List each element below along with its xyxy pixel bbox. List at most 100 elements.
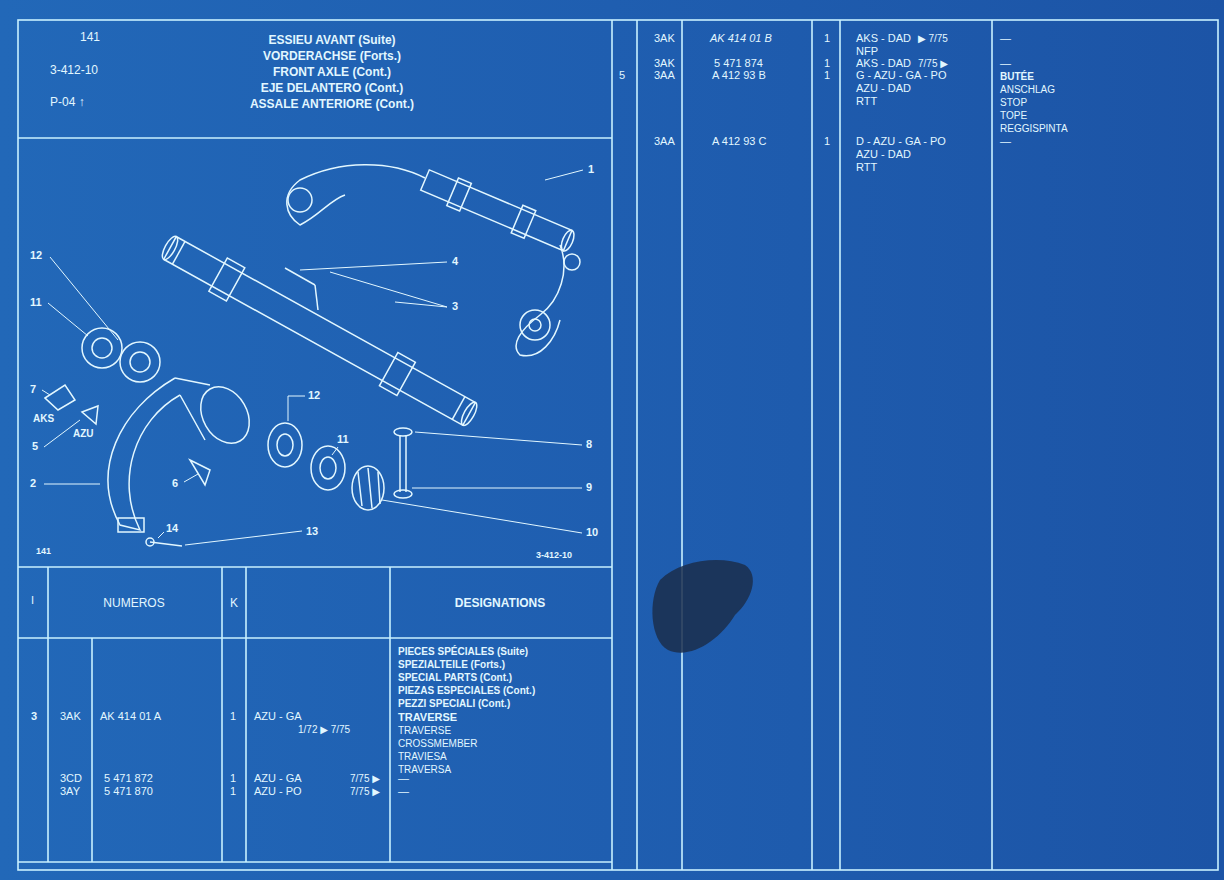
catalog-label: 141 — [36, 547, 51, 557]
axle-assembly — [419, 166, 578, 256]
catalog-label: 13 — [306, 525, 318, 537]
roller-cage — [358, 468, 380, 508]
catalog-label: 1 — [230, 785, 236, 797]
leader-line — [412, 488, 582, 489]
catalog-label: PEZZI SPECIALI (Cont.) — [398, 698, 510, 709]
catalog-label: AKS - DAD — [856, 57, 911, 69]
catalog-label: AZU - PO — [254, 785, 302, 797]
stain — [652, 560, 752, 653]
catalog-label: — — [1000, 135, 1011, 147]
catalog-label: 14 — [166, 522, 178, 534]
catalog-label: 1 — [230, 772, 236, 784]
catalog-label: 3 — [31, 710, 37, 722]
bearing — [277, 434, 293, 456]
catalog-label: 11 — [337, 433, 349, 445]
leader-line — [158, 532, 164, 538]
leader-line — [545, 170, 583, 180]
catalog-label: REGGISPINTA — [1000, 123, 1068, 134]
catalog-label: P-04 ↑ — [50, 96, 85, 109]
hub — [520, 310, 550, 340]
leader-line — [44, 484, 100, 485]
leader-line — [42, 390, 50, 395]
column-line — [389, 567, 391, 862]
axle-illustration — [45, 165, 580, 546]
catalog-label: 2 — [30, 477, 36, 489]
catalog-label: 141 — [80, 31, 100, 44]
catalog-label: RTT — [856, 161, 877, 173]
catalog-label: TRAVERSE — [398, 725, 451, 736]
leader-line — [330, 272, 447, 307]
leader-line — [395, 302, 447, 307]
bearing — [320, 457, 336, 479]
catalog-label: 12 — [30, 249, 42, 261]
catalog-label: 3AK — [60, 710, 81, 722]
column-line — [636, 20, 638, 870]
bearing — [311, 446, 345, 490]
catalog-label: 1 — [588, 163, 594, 175]
row-line — [18, 566, 612, 568]
catalog-label: 1 — [824, 135, 830, 147]
column-line — [611, 20, 613, 870]
crossmember — [108, 378, 180, 530]
catalog-label: 1 — [230, 710, 236, 722]
catalog-label: I — [31, 594, 34, 606]
stop-block — [190, 460, 210, 485]
catalog-label: TOPE — [1000, 110, 1027, 121]
catalog-label: DESIGNATIONS — [455, 597, 545, 610]
catalog-label: 8 — [586, 438, 592, 450]
column-line — [91, 638, 93, 862]
pin — [399, 435, 401, 492]
catalog-label: 9 — [586, 481, 592, 493]
catalog-label: CROSSMEMBER — [398, 738, 477, 749]
bearing — [82, 328, 122, 368]
leader-line — [415, 432, 582, 445]
pin — [394, 428, 412, 436]
catalog-label: AK 414 01 B — [710, 32, 772, 44]
crossmember-end — [118, 518, 144, 532]
row-line — [18, 137, 612, 139]
leader-line — [48, 303, 88, 336]
catalog-label: NFP — [856, 45, 878, 57]
catalog-label: 4 — [452, 255, 458, 267]
catalog-label: AZU - DAD — [856, 82, 911, 94]
arm — [516, 245, 564, 356]
catalog-label: AZU — [73, 428, 94, 439]
catalog-label: 5 — [32, 440, 38, 452]
catalog-label: VORDERACHSE (Forts.) — [263, 50, 401, 63]
column-line — [47, 567, 49, 862]
catalog-label: 1/72 ▶ 7/75 — [298, 724, 350, 735]
catalog-label: EJE DELANTERO (Cont.) — [261, 82, 404, 95]
catalog-label: TRAVERSE — [398, 711, 457, 723]
bolt — [285, 268, 315, 285]
stop-aks — [45, 385, 75, 410]
catalog-label: 5 471 872 — [104, 772, 153, 784]
column-line — [991, 20, 993, 870]
catalog-label: 1 — [824, 32, 830, 44]
catalog-label: 1 — [824, 57, 830, 69]
hub — [529, 319, 541, 331]
column-line — [839, 20, 841, 870]
catalog-label: AK 414 01 A — [100, 710, 161, 722]
catalog-label: — — [398, 785, 409, 797]
catalog-label: 7/75 ▶ — [918, 58, 948, 69]
catalog-label: ▶ 7/75 — [918, 33, 948, 44]
bolt — [150, 542, 182, 546]
catalog-label: TRAVIESA — [398, 751, 447, 762]
hub — [564, 254, 580, 270]
crossmember — [175, 378, 210, 440]
catalog-label: NUMEROS — [103, 597, 164, 610]
catalog-label: 3 — [452, 300, 458, 312]
catalog-label: ANSCHLAG — [1000, 84, 1055, 95]
catalog-label: 3AA — [654, 69, 675, 81]
row-line — [18, 861, 612, 863]
bearing — [268, 423, 302, 467]
catalog-label: 3CD — [60, 772, 82, 784]
bearing — [120, 342, 160, 382]
bearing — [92, 338, 112, 358]
catalog-label: BUTÉE — [1000, 71, 1034, 82]
leader-line — [382, 500, 582, 533]
catalog-label: A 412 93 B — [712, 69, 766, 81]
catalog-label: — — [1000, 57, 1011, 69]
catalog-label: AKS - DAD — [856, 32, 911, 44]
catalog-label: FRONT AXLE (Cont.) — [273, 66, 391, 79]
